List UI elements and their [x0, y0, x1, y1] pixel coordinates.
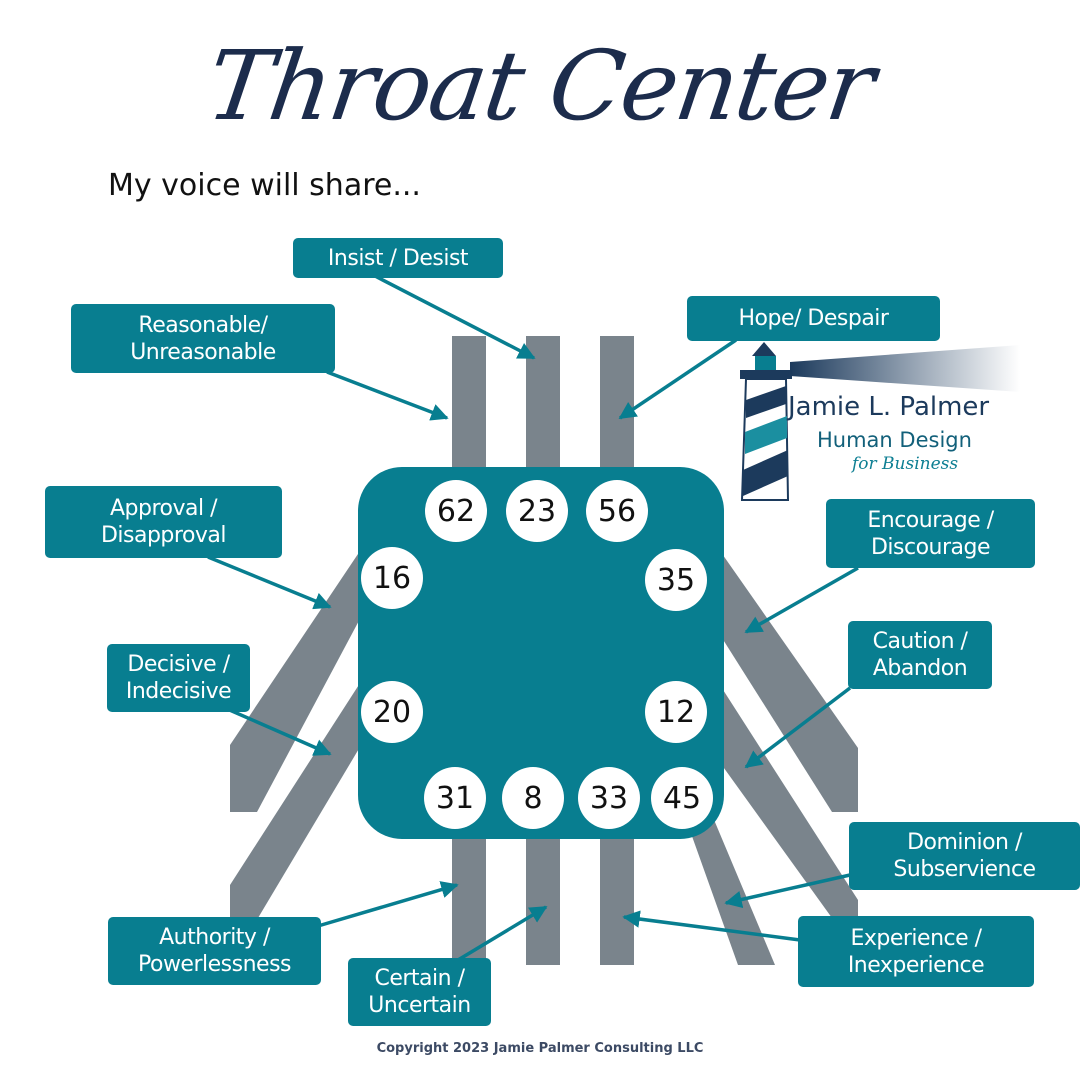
- arrow-authority: [317, 881, 459, 928]
- gate-16: 16: [361, 547, 423, 609]
- channel-left-upper: [230, 548, 386, 812]
- label-insist-desist: Insist / Desist: [293, 238, 503, 278]
- gate-33: 33: [578, 767, 640, 829]
- gate-45: 45: [651, 767, 713, 829]
- arrow-certain: [457, 905, 548, 962]
- lighthouse-lamp: [755, 356, 776, 370]
- label-approval-disapproval: Approval / Disapproval: [45, 486, 282, 558]
- label-experience-inexperience: Experience / Inexperience: [798, 916, 1034, 987]
- channel-top-right: [600, 336, 634, 476]
- arrow-decisive: [224, 706, 332, 756]
- logo-subtitle: Human Design: [817, 428, 972, 452]
- throat-center-square: [358, 467, 724, 839]
- arrow-experience: [622, 910, 801, 942]
- arrow-reasonable: [326, 370, 449, 421]
- lighthouse-logo-icon: [740, 342, 1020, 501]
- label-authority-powerlessness: Authority / Powerlessness: [108, 917, 321, 985]
- channel-bottom-right: [600, 830, 634, 965]
- logo-tagline: for Business: [852, 454, 959, 474]
- channel-right-upper: [698, 548, 858, 812]
- label-reasonable-unreasonable: Reasonable/ Unreasonable: [71, 304, 335, 373]
- channel-right-lower: [698, 682, 858, 918]
- gate-31: 31: [424, 767, 486, 829]
- label-dominion-subservience: Dominion / Subservience: [849, 822, 1080, 890]
- gate-56: 56: [586, 480, 648, 542]
- arrow-caution: [744, 686, 852, 769]
- arrow-dominion: [724, 873, 851, 909]
- gate-20: 20: [361, 681, 423, 743]
- label-hope-despair: Hope/ Despair: [687, 296, 940, 341]
- label-certain-uncertain: Certain / Uncertain: [348, 958, 491, 1026]
- label-caution-abandon: Caution / Abandon: [848, 621, 992, 689]
- lighthouse-stripe-1: [746, 386, 786, 418]
- arrow-encourage: [744, 566, 859, 634]
- lighthouse-roof: [752, 342, 776, 356]
- channel-top-left: [452, 336, 486, 476]
- arrow-hope: [618, 338, 737, 420]
- channel-bottom-center: [526, 830, 560, 965]
- gate-62: 62: [425, 480, 487, 542]
- channel-right-bottom: [688, 815, 775, 965]
- subtitle: My voice will share...: [108, 168, 421, 203]
- light-beam: [790, 345, 1020, 392]
- gate-35: 35: [645, 549, 707, 611]
- channels: [230, 336, 858, 965]
- arrow-insist: [374, 274, 536, 360]
- gate-8: 8: [502, 767, 564, 829]
- page-title: Throat Center: [200, 30, 880, 142]
- copyright-notice: Copyright 2023 Jamie Palmer Consulting L…: [376, 1041, 704, 1056]
- arrow-approval: [207, 555, 332, 610]
- channel-left-lower: [230, 680, 388, 918]
- label-encourage-discourage: Encourage / Discourage: [826, 499, 1035, 568]
- gate-23: 23: [506, 480, 568, 542]
- connector-arrows: [207, 274, 859, 962]
- logo-name: Jamie L. Palmer: [788, 392, 990, 422]
- lighthouse-stripe-3: [743, 450, 788, 496]
- gate-12: 12: [645, 681, 707, 743]
- lighthouse-stripe-2: [745, 416, 787, 454]
- label-decisive-indecisive: Decisive / Indecisive: [107, 644, 250, 712]
- lighthouse-gallery: [740, 370, 792, 379]
- channel-top-center: [526, 336, 560, 476]
